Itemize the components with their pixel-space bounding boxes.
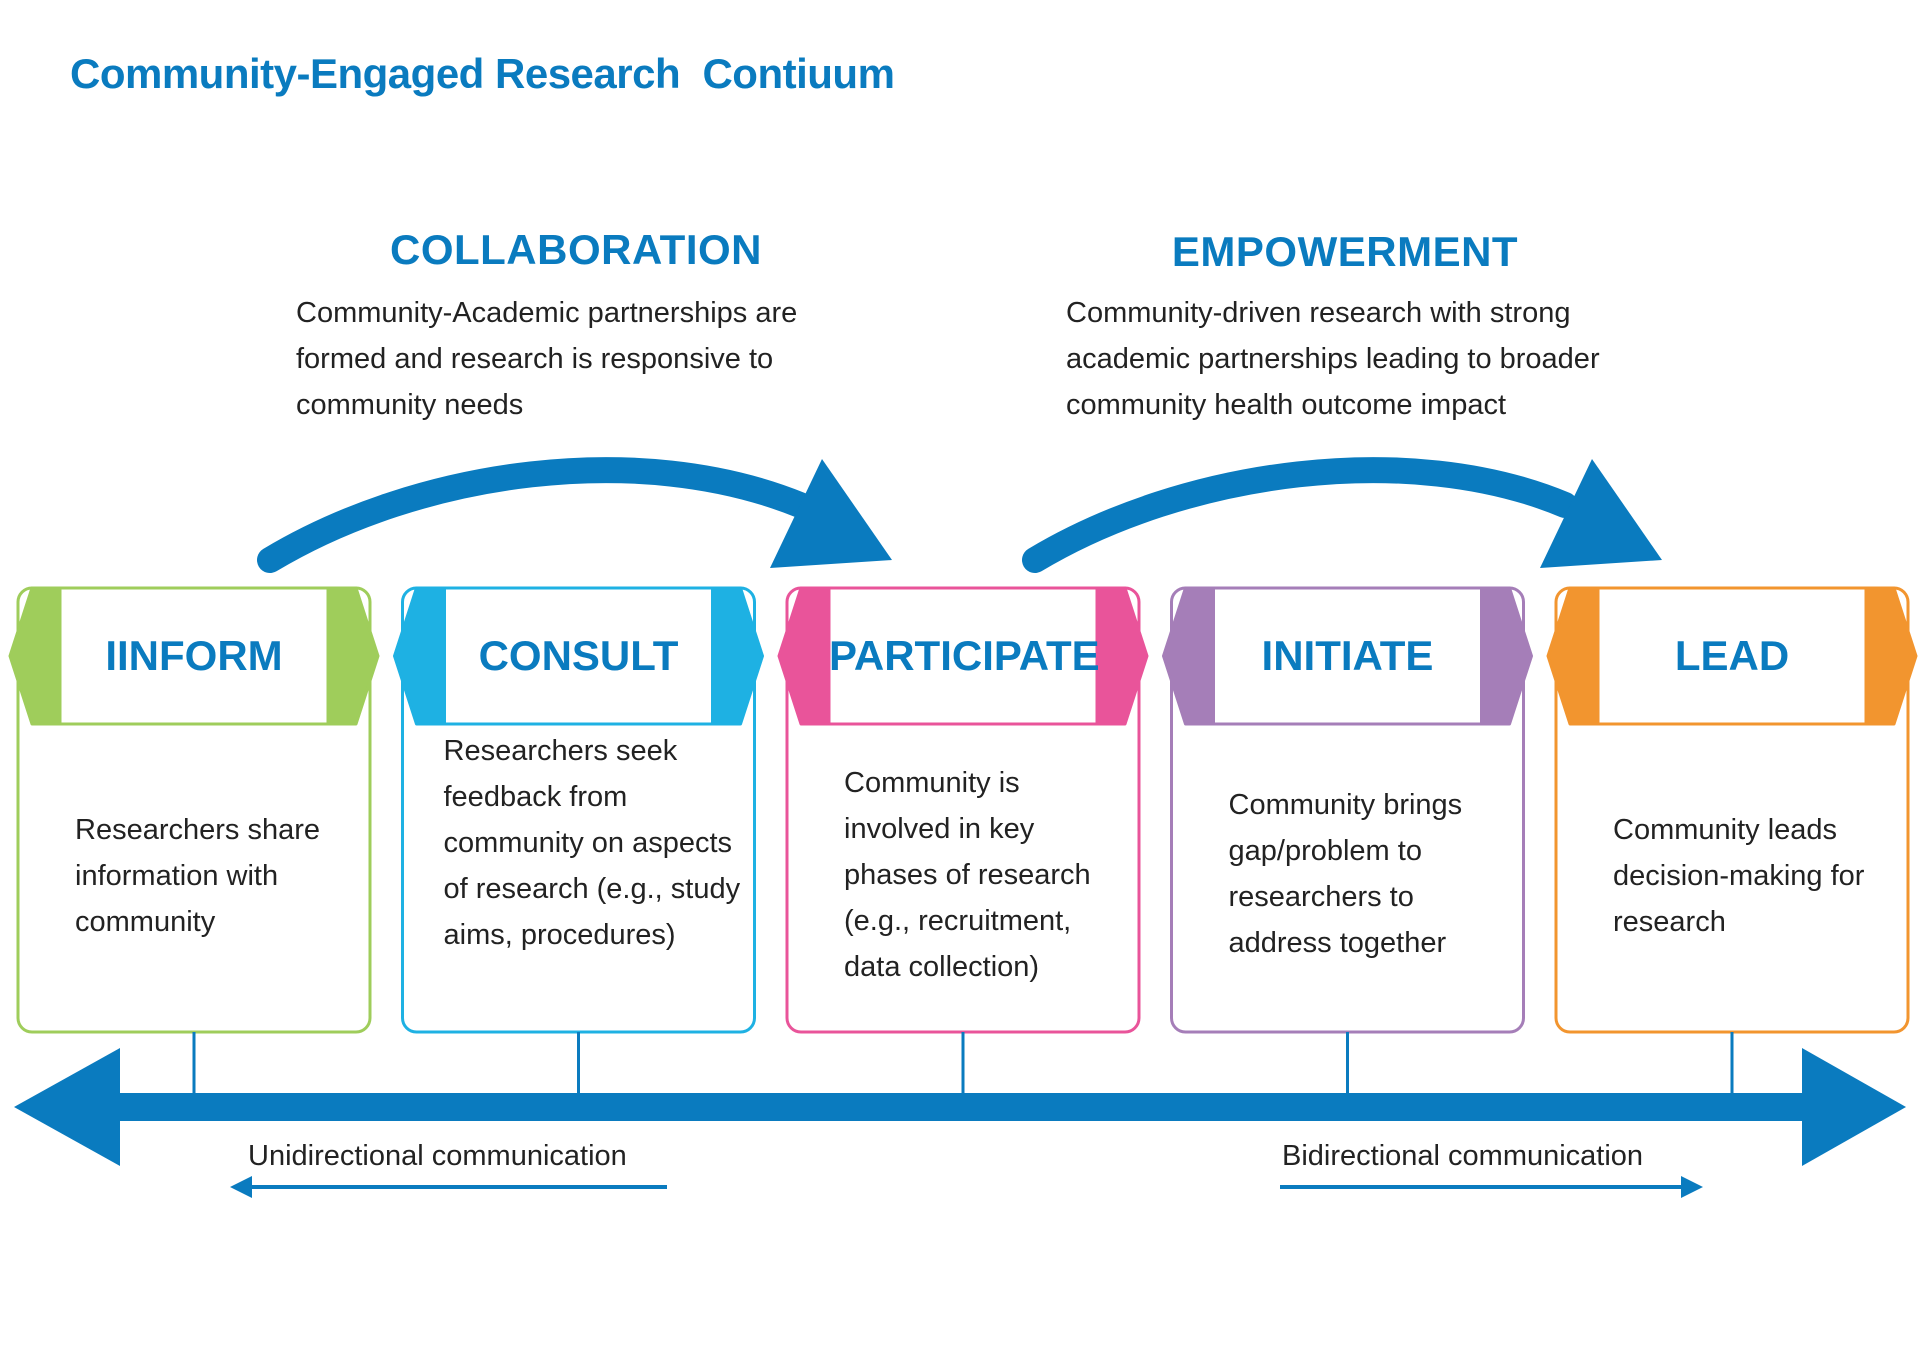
page-title: Community-Engaged Research Contiuum xyxy=(70,50,895,97)
stage-label-panel-participate xyxy=(827,586,1099,726)
stage-label-panel-iinform xyxy=(58,586,330,726)
continuum-axis-bar xyxy=(100,1093,1820,1121)
bidirectional-communication-label: Bidirectional communication xyxy=(1282,1140,1644,1172)
stage-description-initiate: Community brings gap/problem to research… xyxy=(1228,789,1463,959)
stage-label-lead: LEAD xyxy=(1674,632,1790,679)
collaboration-curved-arrow xyxy=(257,457,813,573)
collaboration-heading: COLLABORATION xyxy=(390,226,763,273)
empowerment-heading: EMPOWERMENT xyxy=(1171,228,1519,275)
stage-description-iinform: Researchers share information with commu… xyxy=(75,814,320,938)
stage-label-participate: PARTICIPATE xyxy=(829,632,1100,679)
continuum-left-arrowhead xyxy=(14,1048,120,1166)
empowerment-description: Community-driven research with strong ac… xyxy=(1066,297,1600,421)
unidirectional-communication-label: Unidirectional communication xyxy=(248,1140,627,1172)
empowerment-arrowhead xyxy=(1540,459,1662,568)
bidirectional-arrowhead xyxy=(1681,1176,1703,1198)
stage-label-iinform: IINFORM xyxy=(105,632,283,679)
stage-label-panel-initiate xyxy=(1212,586,1483,726)
collaboration-arrowhead xyxy=(770,459,892,568)
continuum-right-arrowhead xyxy=(1802,1048,1906,1166)
stage-label-panel-consult xyxy=(443,586,714,726)
unidirectional-arrowhead xyxy=(230,1176,252,1198)
stage-label-panel-lead xyxy=(1596,586,1868,726)
stage-description-consult: Researchers seek feedback from community… xyxy=(443,735,741,951)
stage-label-initiate: INITIATE xyxy=(1261,632,1434,679)
collaboration-description: Community-Academic partnerships are form… xyxy=(296,297,798,421)
stage-description-lead: Community leads decision-making for rese… xyxy=(1613,814,1865,938)
stage-label-consult: CONSULT xyxy=(478,632,679,679)
stage-description-participate: Community is involved in key phases of r… xyxy=(844,767,1091,983)
empowerment-curved-arrow xyxy=(1022,457,1578,573)
